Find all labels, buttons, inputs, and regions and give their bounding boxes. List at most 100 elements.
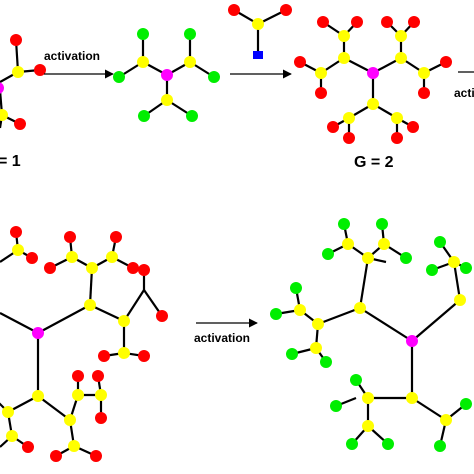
branch-node (343, 112, 355, 124)
ester-node (138, 350, 150, 362)
gen-1-label: = 1 (0, 153, 21, 170)
ester-node (408, 16, 420, 28)
activated-node (184, 28, 196, 40)
branch-node (406, 392, 418, 404)
activated-node (113, 71, 125, 83)
activated-node (346, 438, 358, 450)
activated-node (400, 252, 412, 264)
g1-ester-node (14, 118, 26, 130)
g1-ester-node (10, 34, 22, 46)
ester-node (294, 56, 306, 68)
ester-node (92, 370, 104, 382)
molecule-g3 (0, 226, 168, 462)
branch-node (440, 414, 452, 426)
ester-node (72, 370, 84, 382)
branch-node (315, 67, 327, 79)
g1-ester-node (34, 64, 46, 76)
ester-node (127, 262, 139, 274)
ester-node (10, 226, 22, 238)
branch-node (294, 304, 306, 316)
branch-node (454, 294, 466, 306)
ab2-monomer (228, 4, 292, 59)
branch-node (395, 30, 407, 42)
activated-node (320, 356, 332, 368)
activated-node (426, 264, 438, 276)
ester-node (418, 87, 430, 99)
branch-node (378, 238, 390, 250)
molecule-g2: G = 2 (294, 16, 452, 171)
activated-node (330, 400, 342, 412)
ester-node (50, 450, 62, 462)
activation-label-3: activation (454, 86, 474, 100)
activated-node (286, 348, 298, 360)
activated-node (322, 248, 334, 260)
activation-arrow-2: activation (194, 318, 258, 345)
ester-node (156, 310, 168, 322)
ester-node (381, 16, 393, 28)
branch-node (118, 347, 130, 359)
branch-node (68, 440, 80, 452)
activated-node (460, 398, 472, 410)
activated-node (434, 236, 446, 248)
branch-node (95, 389, 107, 401)
branch-node (354, 302, 366, 314)
g1-branch-node (0, 109, 8, 121)
ester-node (98, 350, 110, 362)
activation-arrow-3: activation (454, 71, 474, 100)
activated-node (350, 374, 362, 386)
ester-node (351, 16, 363, 28)
activation-arrow-1: activation (44, 49, 114, 79)
branch-node (391, 112, 403, 124)
branch-node (161, 94, 173, 106)
branch-node (72, 389, 84, 401)
activated-node (138, 110, 150, 122)
molecule-g1: = 1 (0, 34, 46, 170)
monomer-branch-node (252, 18, 264, 30)
branch-node (362, 392, 374, 404)
branch-node (137, 56, 149, 68)
g1-core-node (0, 82, 4, 94)
ester-node (327, 121, 339, 133)
activated-node (460, 262, 472, 274)
activation-label-2: activation (194, 331, 250, 345)
branch-node (367, 98, 379, 110)
ester-node (317, 16, 329, 28)
branch-node (12, 244, 24, 256)
activated-node (186, 110, 198, 122)
branch-node (2, 406, 14, 418)
molecule-g3-activated (270, 218, 472, 452)
branch-node (86, 262, 98, 274)
branch-node (106, 251, 118, 263)
ester-node (391, 132, 403, 144)
activated-node (338, 218, 350, 230)
monomer-focal-node (253, 51, 263, 59)
ester-node (22, 441, 34, 453)
ester-node (343, 132, 355, 144)
branch-node (395, 52, 407, 64)
molecule-g1-activated (113, 28, 220, 122)
g1-branch-node (12, 66, 24, 78)
activated-node (434, 440, 446, 452)
activated-node (290, 282, 302, 294)
core-node (32, 327, 44, 339)
core-node (406, 335, 418, 347)
ester-node (407, 121, 419, 133)
branch-node (338, 52, 350, 64)
ester-node (44, 262, 56, 274)
branch-node (418, 67, 430, 79)
branch-node (184, 56, 196, 68)
core-node (161, 69, 173, 81)
branch-node (342, 238, 354, 250)
ester-node (90, 450, 102, 462)
ester-node (110, 231, 122, 243)
branch-node (84, 299, 96, 311)
activated-node (382, 438, 394, 450)
branch-node (362, 420, 374, 432)
ester-node (315, 87, 327, 99)
branch-node (118, 315, 130, 327)
branch-node (64, 414, 76, 426)
branch-node (66, 251, 78, 263)
gen-2-label: G = 2 (354, 154, 394, 171)
